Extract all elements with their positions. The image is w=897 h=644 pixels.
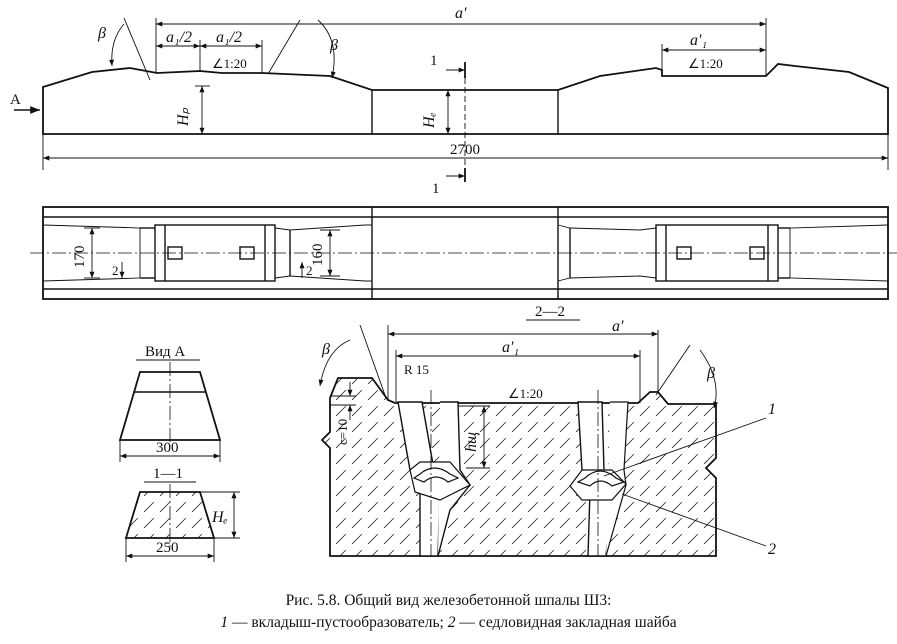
view-a-arrow-label: A: [10, 92, 21, 108]
section-1-1-title: 1—1: [153, 466, 183, 482]
view-a: Вид А 300: [118, 344, 222, 462]
dim-2-left-label: 2: [112, 263, 119, 278]
slope-label-right: ∠1:20: [688, 56, 723, 71]
figure-caption-line-2: 1 — вкладыш-пустообразователь; 2 — седло…: [0, 614, 897, 632]
slope-label-left: ∠1:20: [212, 56, 247, 71]
h-p-label: Hₚ: [175, 107, 192, 127]
radius-r15-label: R 15: [404, 362, 429, 377]
section-1-1: 1—1 Hₑ 250: [124, 466, 240, 562]
h-sh-label: hщ: [463, 432, 480, 452]
width-170-label: 170: [72, 246, 88, 269]
view-a-title: Вид А: [145, 344, 185, 360]
a1-half-label-right: a₁/2: [216, 29, 242, 46]
length-2700-label: 2700: [450, 142, 480, 158]
section-beta-right: β: [706, 365, 715, 382]
width-250-label: 250: [156, 540, 179, 556]
section-a-prime-label: a′: [612, 318, 624, 335]
beta-label-right: β: [329, 37, 338, 54]
section-1-bottom-label: 1: [432, 181, 440, 197]
dim-2-right-label: 2: [306, 263, 313, 278]
section-a1-prime-label: a′₁: [502, 339, 519, 356]
width-300-label: 300: [156, 440, 179, 456]
h-c-section-label: Hₑ: [211, 509, 228, 526]
section-2-2: 2—2 a′ a′₁ R 15 ∠1:20 β β: [318, 304, 776, 558]
beta-label-left: β: [97, 25, 106, 42]
plan-view: 170 160 2 2: [30, 206, 897, 300]
section-2-2-title: 2—2: [535, 304, 565, 320]
caption-text-1: — вкладыш-пустообразователь;: [228, 614, 448, 631]
caption-num-2: 2: [447, 614, 456, 631]
section-slope-label: ∠1:20: [508, 386, 543, 401]
side-elevation: a′ a₁/2 a₁/2 a′₁ ∠1:20 ∠1:20 β β Hₚ Hₑ 1: [10, 5, 889, 197]
caption-num-1: 1: [220, 614, 229, 631]
width-160-label: 160: [310, 244, 326, 267]
callout-2-label: 2: [768, 541, 776, 558]
c-10-label: c=10: [335, 419, 350, 445]
caption-text-2: — седловидная закладная шайба: [455, 614, 677, 631]
h-c-label: Hₑ: [421, 112, 438, 129]
section-beta-left: β: [321, 341, 330, 358]
callout-1-label: 1: [768, 401, 776, 418]
figure-caption-line-1: Рис. 5.8. Общий вид железобетонной шпалы…: [285, 592, 612, 609]
a1-prime-label: a′₁: [690, 32, 707, 49]
a-prime-label: a′: [455, 5, 467, 22]
section-1-top-label: 1: [430, 53, 438, 69]
a1-half-label-left: a₁/2: [166, 29, 192, 46]
